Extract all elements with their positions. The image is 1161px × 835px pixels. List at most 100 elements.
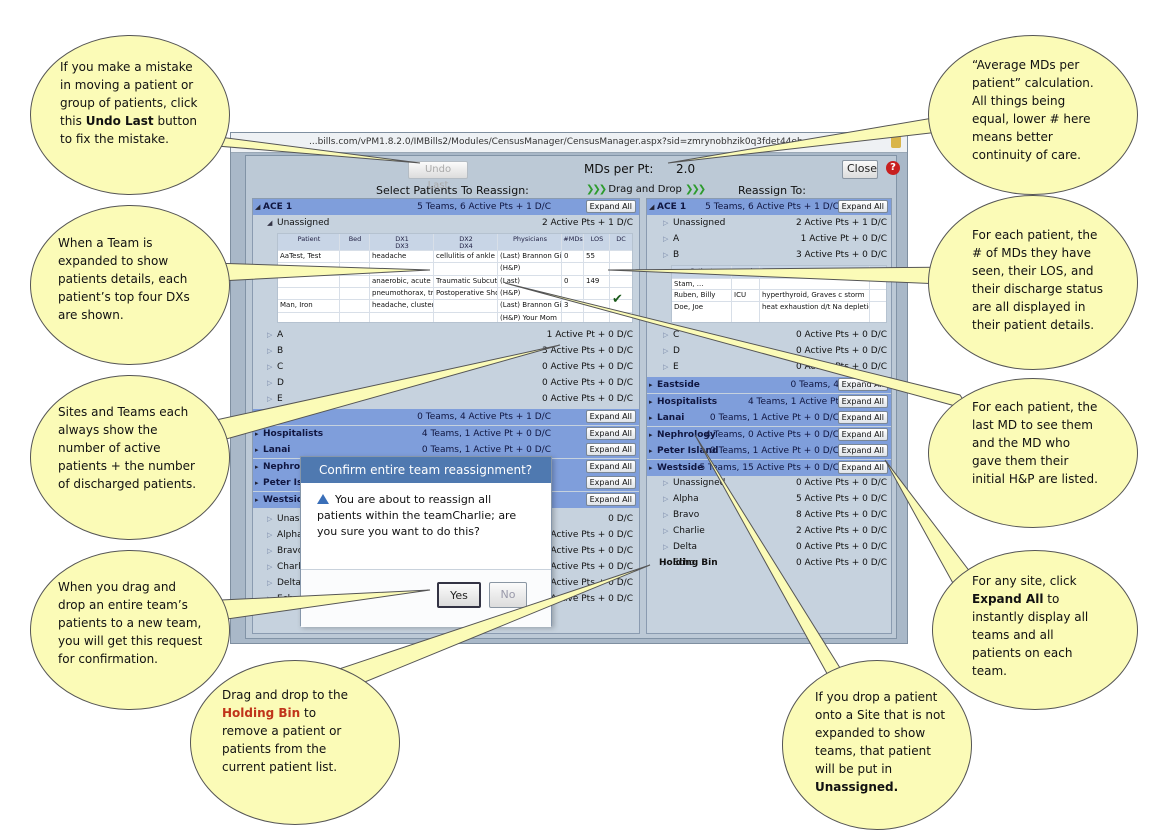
table-cell: Traumatic Subcutane (436, 276, 497, 285)
expand-all-button[interactable]: Expand All (837, 394, 888, 408)
expand-all-button[interactable]: Expand All (585, 493, 636, 506)
expand-triangle-icon[interactable]: ▷ (663, 331, 669, 339)
expand-triangle-icon[interactable]: ▸ (649, 430, 653, 439)
expand-triangle-icon[interactable]: ▸ (255, 496, 259, 504)
site-name: Nephrolo (263, 461, 310, 472)
expand-triangle-icon[interactable]: ▷ (663, 527, 669, 535)
expand-triangle-icon[interactable]: ▷ (663, 511, 669, 519)
expand-triangle-icon[interactable]: ▷ (663, 251, 669, 259)
team-row-unassigned[interactable]: ◢ Unassigned 2 Active Pts + 1 D/C (253, 215, 639, 231)
expand-triangle-icon[interactable]: ▸ (649, 414, 653, 423)
expand-triangle-icon[interactable]: ▸ (255, 446, 259, 455)
expand-triangle-icon[interactable]: ▷ (267, 363, 273, 371)
expand-triangle-icon[interactable]: ▷ (663, 347, 669, 355)
panel-headings: Select Patients To Reassign: ❯❯❯ Drag an… (246, 184, 896, 198)
expand-triangle-icon[interactable]: ▷ (267, 347, 273, 355)
undo-last-button[interactable]: Undo Last (408, 161, 468, 191)
expand-triangle-icon[interactable]: ▷ (267, 547, 273, 555)
expand-triangle-icon[interactable]: ▸ (255, 429, 259, 438)
expand-triangle-icon[interactable]: ▷ (663, 219, 669, 227)
expand-all-button[interactable]: Expand All (585, 426, 636, 440)
callout-holding-bin-text: Drag and drop to the Holding Bin to remo… (222, 686, 362, 776)
address-bar[interactable]: ...bills.com/vPM1.8.2.0/IMBills2/Modules… (231, 133, 907, 153)
expand-triangle-icon[interactable]: ▷ (267, 379, 273, 387)
expand-triangle-icon[interactable]: ▷ (267, 515, 273, 523)
callout-last-md (928, 378, 1138, 528)
expand-all-button[interactable]: Expand All (837, 200, 888, 213)
expand-triangle-icon[interactable]: ▷ (267, 531, 273, 539)
close-button[interactable]: Close (842, 160, 878, 179)
expand-all-button[interactable]: Expand All (837, 444, 888, 458)
no-button[interactable]: No (489, 582, 527, 608)
expand-triangle-icon[interactable]: ▷ (663, 559, 669, 567)
expand-triangle-icon[interactable]: ▸ (255, 462, 259, 471)
team-count: 2 Active Pts + 1 D/C (541, 218, 633, 228)
expand-triangle-icon[interactable]: ▸ (255, 479, 259, 488)
help-icon[interactable]: ? (886, 161, 900, 175)
expand-triangle-icon[interactable]: ▸ (649, 397, 653, 406)
warning-icon (317, 494, 329, 504)
expand-all-button[interactable]: Expand All (837, 461, 888, 474)
expand-triangle-icon[interactable]: ▷ (663, 363, 669, 371)
holding-bin[interactable]: Holding Bin (659, 558, 718, 568)
expand-triangle-icon[interactable]: ▷ (267, 563, 273, 571)
team-count: 0 Active Pts + 0 D/C (795, 346, 887, 356)
table-cell: Stam, ... (674, 280, 704, 288)
expand-triangle-icon[interactable]: ▷ (267, 579, 273, 587)
expand-triangle-icon[interactable]: ▷ (267, 395, 273, 403)
column-header: #MDs (563, 235, 583, 243)
site-row-ace1[interactable]: ◢ ACE 1 5 Teams, 6 Active Pts + 1 D/C Ex… (647, 199, 891, 215)
table-divider (278, 299, 632, 301)
expand-all-button[interactable]: Expand All (585, 459, 636, 473)
yes-button[interactable]: Yes (437, 582, 481, 608)
expand-triangle-icon[interactable]: ▸ (649, 464, 653, 472)
expand-all-button[interactable]: Expand All (585, 200, 636, 213)
expand-triangle-icon[interactable]: ▸ (649, 447, 653, 456)
expand-triangle-icon[interactable]: ▷ (663, 235, 669, 243)
site-count: 5 Teams, 6 Active Pts + 1 D/C (417, 202, 551, 212)
expand-triangle-icon[interactable]: ▷ (663, 479, 669, 487)
expand-triangle-icon[interactable]: ◢ (255, 203, 261, 211)
table-divider (759, 266, 760, 322)
expand-triangle-icon[interactable]: ◢ (267, 219, 273, 227)
expand-triangle-icon[interactable]: ▸ (649, 381, 653, 389)
site-row-ace1[interactable]: ◢ ACE 1 5 Teams, 6 Active Pts + 1 D/C Ex… (253, 199, 639, 215)
expand-all-button[interactable]: Expand All (837, 427, 888, 441)
expand-all-button[interactable]: Expand All (585, 410, 636, 423)
expand-triangle-icon[interactable]: ▷ (267, 331, 273, 339)
expand-triangle-icon[interactable]: ▷ (663, 543, 669, 551)
expand-all-button[interactable]: Expand All (585, 476, 636, 490)
expand-triangle-icon[interactable]: ◢ (649, 203, 655, 211)
expand-all-button[interactable]: Expand All (837, 411, 888, 425)
expand-triangle-icon[interactable]: ▷ (663, 495, 669, 503)
expand-all-button[interactable]: Expand All (585, 443, 636, 457)
